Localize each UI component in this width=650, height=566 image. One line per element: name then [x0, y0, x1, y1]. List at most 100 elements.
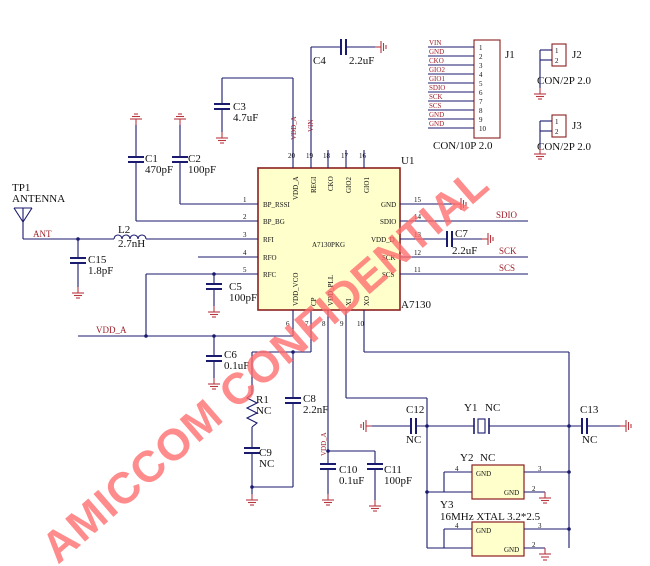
y1-value: NC: [485, 402, 500, 414]
j1-net-2: GND: [429, 48, 444, 56]
c6-ref: C6: [224, 349, 237, 361]
c10-ref: C10: [339, 464, 358, 476]
pin-1-num: 1: [243, 196, 247, 204]
c5-ref: C5: [229, 281, 242, 293]
pin-4-num: 4: [243, 249, 247, 257]
pin-4-name: RFO: [263, 254, 277, 262]
c4-value: 2.2uF: [349, 55, 374, 67]
chip-u1: U1 A7130 A7130PKG 1 2 3 4 5 BP_RSSI BP_B…: [240, 150, 431, 328]
chip-name: A7130: [401, 299, 431, 311]
c9-value: NC: [259, 458, 274, 470]
c7-ref: C7: [455, 228, 468, 240]
connector-j3: 1 2 J3 CON/2P 2.0: [533, 114, 591, 160]
pin-8-num: 8: [322, 320, 326, 328]
j1-pin-2: 2: [479, 53, 483, 61]
j1-pin-6: 6: [479, 89, 483, 97]
ant-label: ANT: [33, 229, 52, 239]
pin-9-name: XI: [345, 298, 353, 306]
pin-12-num: 12: [414, 249, 422, 257]
y1-ref: Y1: [464, 402, 477, 414]
c13-ref: C13: [580, 404, 599, 416]
j2-pin2: 2: [555, 57, 559, 65]
pin-7-name: CP: [310, 297, 318, 306]
pin-15-num: 15: [414, 196, 422, 204]
pin-19-num: 19: [306, 152, 314, 160]
chip-package: A7130PKG: [312, 241, 345, 249]
c11-value: 100pF: [384, 475, 412, 487]
c2-ref: C2: [188, 153, 201, 165]
j1-pin-8: 8: [479, 107, 483, 115]
c8-value: 2.2nF: [303, 404, 328, 416]
c2-value: 100pF: [188, 164, 216, 176]
pin-13-name: VDD_D: [371, 236, 395, 244]
tp1-name: ANTENNA: [12, 193, 65, 205]
pin-3-num: 3: [243, 231, 247, 239]
pin-8-name: VDD_PLL: [327, 275, 335, 306]
pin-13-num: 13: [414, 231, 422, 239]
c7-value: 2.2uF: [452, 245, 477, 257]
vin-label: VIN: [307, 120, 315, 132]
j3-body: [551, 114, 567, 138]
chip-top-pins: 20 19 18 17 16 VDD_A REGI CKO GIO2 GIO1: [288, 150, 371, 200]
pin-17-name: GIO2: [345, 177, 353, 193]
y3-value: 16MHz XTAL 3.2*2.5: [440, 511, 541, 523]
chip-right-pins: 15 14 13 12 11 GND SDIO VDD_D SCK SCS: [371, 196, 422, 279]
y2-gnd2: GND: [504, 489, 519, 497]
c3-ref: C3: [233, 101, 246, 113]
vdd-a-top-label: VDD_A: [290, 116, 298, 140]
pin-20-num: 20: [288, 152, 296, 160]
pin-14-num: 14: [414, 213, 422, 221]
y1-crystal: [477, 418, 486, 434]
j3-ref: J3: [572, 120, 582, 132]
chip-body: [257, 167, 401, 311]
c1-ref: C1: [145, 153, 158, 165]
j1-pin-4: 4: [479, 71, 483, 79]
y3-gnd2: GND: [504, 546, 519, 554]
c12-value: NC: [406, 434, 421, 446]
c9-ref: C9: [259, 447, 272, 459]
y2-gnd1: GND: [476, 470, 491, 478]
pin-7-num: 7: [305, 320, 309, 328]
scs-label: SCS: [499, 263, 515, 273]
pin-18-name: CKO: [327, 176, 335, 191]
j1-net-10: GND: [429, 120, 444, 128]
r1-value: NC: [256, 405, 271, 417]
y2-package: [471, 464, 525, 500]
c11-ref: C11: [384, 464, 402, 476]
j1-net-7: SCK: [429, 93, 443, 101]
j1-pin-10: 10: [479, 125, 487, 133]
j3-pin2: 2: [555, 128, 559, 136]
j1-pin-7: 7: [479, 98, 483, 106]
r1-zigzag: [245, 393, 259, 428]
pin-10-name: XO: [363, 296, 371, 306]
y3-ref: Y3: [440, 499, 454, 511]
j1-net-9: GND: [429, 111, 444, 119]
rf-section: TP1 ANTENNA ANT L2 2.7nH C15 1.8pF: [12, 182, 240, 299]
pin-12-name: SCK: [382, 254, 396, 262]
pll-supply: VDD_A C10 0.1uF C11 100pF: [320, 328, 412, 512]
j1-pin-5: 5: [479, 80, 483, 88]
chip-bottom-pins: 6 7 8 9 10 VDD_VCO CP VDD_PLL XI XO: [286, 273, 371, 328]
y3-pin2: 2: [532, 541, 536, 549]
c10-value: 0.1uF: [339, 475, 364, 487]
y2-pin4: 4: [455, 465, 459, 473]
j1-body: [473, 39, 501, 139]
pin-6-num: 6: [286, 320, 290, 328]
bp-caps: C2 100pF C1 470pF: [128, 113, 240, 222]
pin-2-name: BP_BG: [263, 218, 285, 226]
chip-left-pins: 1 2 3 4 5 BP_RSSI BP_BG RFI RFO RFC: [240, 196, 291, 279]
pin-18-num: 18: [323, 152, 331, 160]
pin-11-name: SCS: [382, 271, 395, 279]
c1-value: 470pF: [145, 164, 173, 176]
pin-9-num: 9: [340, 320, 344, 328]
l2-coil: [113, 234, 147, 240]
y2-pin2: 2: [532, 485, 536, 493]
c12-ref: C12: [406, 404, 424, 416]
pin-19-name: REGI: [310, 176, 318, 193]
y2-value: NC: [480, 452, 495, 464]
c6-value: 0.1uF: [224, 360, 249, 372]
chip-ref: U1: [401, 155, 414, 167]
j1-pin-3: 3: [479, 62, 483, 70]
pin-5-num: 5: [243, 266, 247, 274]
